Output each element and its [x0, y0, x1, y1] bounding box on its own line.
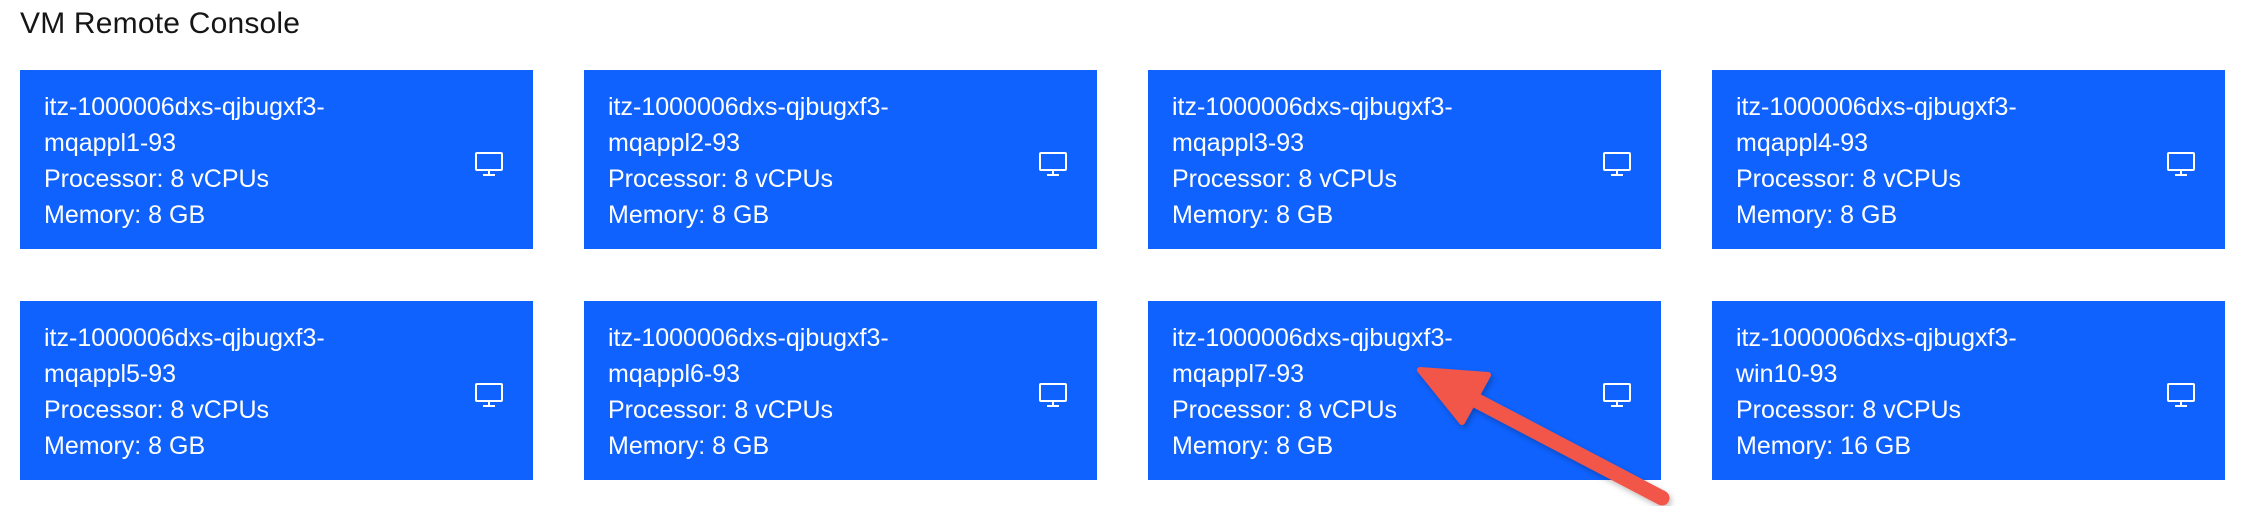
- vm-tile[interactable]: itz-1000006dxs-qjbugxf3- mqappl6-93 Proc…: [584, 301, 1097, 480]
- vm-processor: Processor: 8 vCPUs: [44, 165, 270, 193]
- vm-processor: Processor: 8 vCPUs: [1172, 396, 1398, 424]
- vm-processor: Processor: 8 vCPUs: [608, 165, 834, 193]
- vm-name-line2: mqappl2-93: [608, 129, 741, 157]
- vm-memory: Memory: 8 GB: [44, 432, 206, 460]
- vm-name-line1: itz-1000006dxs-qjbugxf3-: [608, 93, 889, 121]
- vm-memory: Memory: 16 GB: [1736, 432, 1912, 460]
- vm-name-line2: mqappl3-93: [1172, 129, 1305, 157]
- monitor-icon: [473, 379, 505, 411]
- vm-details: itz-1000006dxs-qjbugxf3- mqappl2-93 Proc…: [608, 89, 1073, 233]
- vm-name-line1: itz-1000006dxs-qjbugxf3-: [1172, 324, 1453, 352]
- vm-memory: Memory: 8 GB: [1736, 201, 1898, 229]
- vm-details: itz-1000006dxs-qjbugxf3- win10-93 Proces…: [1736, 320, 2201, 464]
- monitor-icon: [2165, 148, 2197, 180]
- vm-memory: Memory: 8 GB: [44, 201, 206, 229]
- vm-name-line1: itz-1000006dxs-qjbugxf3-: [1736, 93, 2017, 121]
- vm-details: itz-1000006dxs-qjbugxf3- mqappl4-93 Proc…: [1736, 89, 2201, 233]
- vm-memory: Memory: 8 GB: [1172, 432, 1334, 460]
- page-title: VM Remote Console: [20, 7, 301, 40]
- vm-name-line1: itz-1000006dxs-qjbugxf3-: [44, 324, 325, 352]
- monitor-icon: [473, 148, 505, 180]
- vm-name-line2: win10-93: [1736, 360, 1838, 388]
- monitor-icon: [1037, 148, 1069, 180]
- vm-details: itz-1000006dxs-qjbugxf3- mqappl7-93 Proc…: [1172, 320, 1637, 464]
- monitor-icon: [1601, 379, 1633, 411]
- vm-name-line2: mqappl1-93: [44, 129, 177, 157]
- vm-name-line1: itz-1000006dxs-qjbugxf3-: [44, 93, 325, 121]
- vm-tile[interactable]: itz-1000006dxs-qjbugxf3- mqappl2-93 Proc…: [584, 70, 1097, 249]
- vm-processor: Processor: 8 vCPUs: [44, 396, 270, 424]
- vm-name-line2: mqappl6-93: [608, 360, 741, 388]
- vm-name-line2: mqappl5-93: [44, 360, 177, 388]
- vm-tile[interactable]: itz-1000006dxs-qjbugxf3- mqappl5-93 Proc…: [20, 301, 533, 480]
- vm-details: itz-1000006dxs-qjbugxf3- mqappl6-93 Proc…: [608, 320, 1073, 464]
- vm-tile[interactable]: itz-1000006dxs-qjbugxf3- mqappl7-93 Proc…: [1148, 301, 1661, 480]
- vm-name-line1: itz-1000006dxs-qjbugxf3-: [1172, 93, 1453, 121]
- vm-tile-grid: itz-1000006dxs-qjbugxf3- mqappl1-93 Proc…: [20, 70, 2225, 480]
- vm-processor: Processor: 8 vCPUs: [1172, 165, 1398, 193]
- vm-name-line2: mqappl4-93: [1736, 129, 1869, 157]
- vm-details: itz-1000006dxs-qjbugxf3- mqappl5-93 Proc…: [44, 320, 509, 464]
- monitor-icon: [1601, 148, 1633, 180]
- vm-name-line1: itz-1000006dxs-qjbugxf3-: [608, 324, 889, 352]
- monitor-icon: [1037, 379, 1069, 411]
- monitor-icon: [2165, 379, 2197, 411]
- vm-processor: Processor: 8 vCPUs: [1736, 396, 1962, 424]
- vm-memory: Memory: 8 GB: [1172, 201, 1334, 229]
- vm-memory: Memory: 8 GB: [608, 432, 770, 460]
- vm-processor: Processor: 8 vCPUs: [1736, 165, 1962, 193]
- vm-tile[interactable]: itz-1000006dxs-qjbugxf3- win10-93 Proces…: [1712, 301, 2225, 480]
- vm-details: itz-1000006dxs-qjbugxf3- mqappl1-93 Proc…: [44, 89, 509, 233]
- vm-name-line2: mqappl7-93: [1172, 360, 1305, 388]
- vm-tile[interactable]: itz-1000006dxs-qjbugxf3- mqappl3-93 Proc…: [1148, 70, 1661, 249]
- vm-memory: Memory: 8 GB: [608, 201, 770, 229]
- vm-tile[interactable]: itz-1000006dxs-qjbugxf3- mqappl1-93 Proc…: [20, 70, 533, 249]
- vm-processor: Processor: 8 vCPUs: [608, 396, 834, 424]
- vm-details: itz-1000006dxs-qjbugxf3- mqappl3-93 Proc…: [1172, 89, 1637, 233]
- vm-name-line1: itz-1000006dxs-qjbugxf3-: [1736, 324, 2017, 352]
- vm-tile[interactable]: itz-1000006dxs-qjbugxf3- mqappl4-93 Proc…: [1712, 70, 2225, 249]
